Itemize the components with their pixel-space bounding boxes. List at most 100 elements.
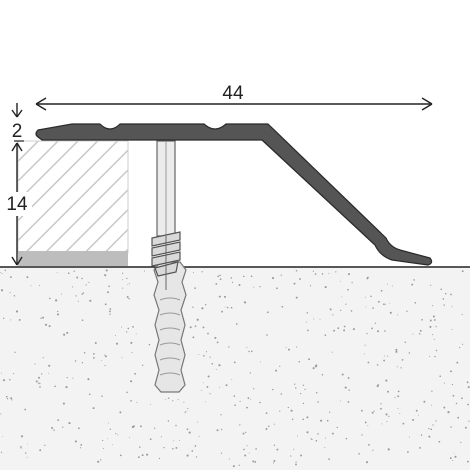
concrete-speckle bbox=[280, 393, 283, 395]
concrete-speckle bbox=[451, 383, 454, 386]
concrete-speckle bbox=[194, 445, 197, 447]
concrete-speckle bbox=[139, 446, 141, 448]
concrete-speckle bbox=[228, 346, 230, 348]
concrete-speckle bbox=[339, 400, 341, 402]
concrete-speckle bbox=[419, 329, 422, 332]
concrete-speckle bbox=[253, 286, 255, 288]
concrete-speckle bbox=[344, 386, 347, 389]
concrete-speckle bbox=[389, 302, 391, 304]
concrete-speckle bbox=[48, 372, 49, 374]
concrete-speckle bbox=[433, 338, 435, 340]
concrete-speckle bbox=[88, 281, 90, 283]
concrete-speckle bbox=[11, 399, 13, 401]
concrete-speckle bbox=[377, 330, 379, 333]
concrete-speckle bbox=[347, 273, 351, 276]
concrete-speckle bbox=[345, 303, 347, 305]
concrete-speckle bbox=[295, 463, 297, 466]
concrete-speckle bbox=[247, 397, 250, 399]
concrete-speckle bbox=[372, 449, 374, 451]
concrete-speckle bbox=[225, 384, 228, 387]
concrete-speckle bbox=[9, 378, 11, 381]
concrete-speckle bbox=[214, 336, 217, 339]
concrete-speckle bbox=[216, 429, 219, 432]
concrete-speckle bbox=[272, 388, 274, 391]
concrete-speckle bbox=[388, 415, 390, 418]
concrete-speckle bbox=[306, 416, 309, 419]
concrete-speckle bbox=[130, 399, 132, 402]
concrete-speckle bbox=[433, 319, 436, 321]
concrete-speckle bbox=[102, 447, 104, 450]
concrete-speckle bbox=[371, 327, 373, 330]
concrete-speckle bbox=[100, 459, 102, 461]
concrete-speckle bbox=[79, 447, 82, 449]
concrete-speckle bbox=[204, 303, 207, 306]
concrete-speckle bbox=[244, 454, 247, 457]
concrete-speckle bbox=[158, 457, 161, 460]
concrete-speckle bbox=[130, 380, 133, 383]
top-thickness-label: 2 bbox=[12, 121, 23, 142]
concrete-speckle bbox=[418, 333, 421, 335]
concrete-speckle bbox=[326, 419, 329, 422]
concrete-speckle bbox=[279, 410, 281, 412]
concrete-speckle bbox=[219, 274, 221, 277]
concrete-speckle bbox=[9, 276, 12, 279]
concrete-speckle bbox=[133, 425, 135, 427]
concrete-speckle bbox=[450, 370, 452, 373]
concrete-speckle bbox=[418, 414, 420, 416]
concrete-speckle bbox=[0, 372, 2, 374]
concrete-speckle bbox=[131, 352, 133, 354]
concrete-speckle bbox=[428, 427, 430, 430]
concrete-speckle bbox=[1, 272, 3, 274]
concrete-speckle bbox=[271, 277, 275, 280]
concrete-speckle bbox=[172, 448, 174, 450]
concrete-speckle bbox=[361, 409, 363, 412]
concrete-speckle bbox=[179, 440, 181, 442]
concrete-speckle bbox=[243, 448, 245, 451]
concrete-speckle bbox=[218, 364, 221, 367]
concrete-speckle bbox=[429, 319, 432, 322]
concrete-speckle bbox=[14, 351, 16, 353]
concrete-speckle bbox=[380, 407, 382, 410]
concrete-speckle bbox=[364, 353, 365, 355]
concrete-speckle bbox=[207, 332, 209, 335]
concrete-speckle bbox=[383, 359, 386, 362]
concrete-speckle bbox=[223, 295, 227, 298]
concrete-speckle bbox=[295, 269, 298, 272]
concrete-speckle bbox=[215, 368, 217, 370]
concrete-speckle bbox=[309, 285, 312, 287]
floor-covering bbox=[17, 140, 129, 254]
concrete-speckle bbox=[192, 306, 194, 308]
concrete-speckle bbox=[20, 446, 22, 448]
concrete-speckle bbox=[238, 283, 241, 287]
concrete-speckle bbox=[57, 310, 59, 313]
concrete-speckle bbox=[75, 295, 77, 297]
concrete-speckle bbox=[421, 319, 423, 321]
concrete-speckle bbox=[460, 441, 462, 444]
concrete-speckle bbox=[119, 454, 122, 457]
concrete-speckle bbox=[419, 446, 422, 449]
width-label: 44 bbox=[222, 83, 244, 104]
concrete-speckle bbox=[108, 422, 109, 424]
concrete-speckle bbox=[268, 425, 270, 428]
concrete-speckle bbox=[55, 299, 58, 302]
concrete-speckle bbox=[154, 427, 156, 429]
concrete-speckle bbox=[81, 362, 84, 364]
concrete-speckle bbox=[385, 413, 388, 416]
concrete-speckle bbox=[97, 460, 100, 463]
concrete-speckle bbox=[196, 318, 199, 321]
concrete-speckle bbox=[252, 460, 255, 463]
concrete-speckle bbox=[373, 410, 375, 412]
concrete-speckle bbox=[364, 421, 367, 424]
concrete-speckle bbox=[74, 440, 77, 443]
concrete-speckle bbox=[272, 462, 275, 464]
concrete-speckle bbox=[20, 435, 24, 438]
concrete-speckle bbox=[10, 397, 13, 400]
concrete-speckle bbox=[15, 310, 19, 313]
concrete-speckle bbox=[453, 452, 455, 454]
concrete-speckle bbox=[449, 457, 452, 460]
concrete-speckle bbox=[387, 390, 390, 393]
concrete-speckle bbox=[260, 361, 262, 363]
concrete-speckle bbox=[63, 333, 66, 336]
concrete-speckle bbox=[312, 270, 314, 272]
concrete-speckle bbox=[259, 286, 261, 288]
